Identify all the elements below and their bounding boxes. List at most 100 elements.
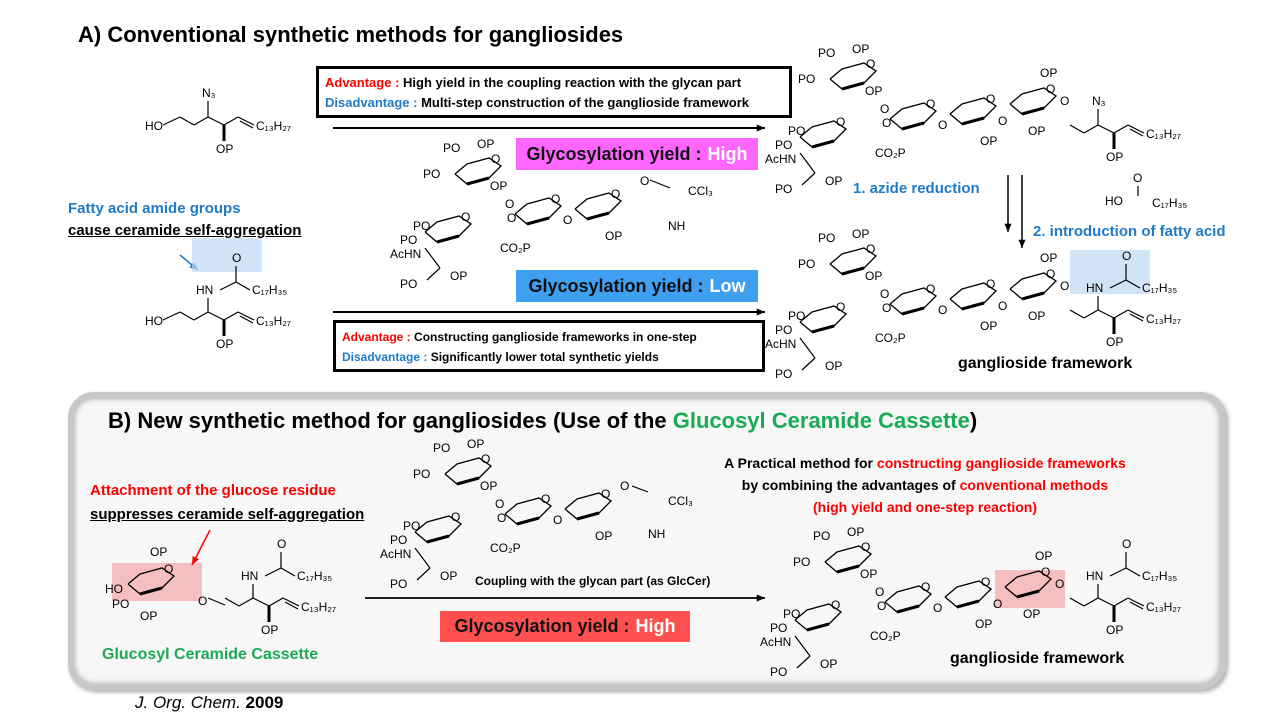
bond: [794, 635, 811, 657]
arrow-head: [1004, 223, 1012, 232]
conventional-method-1-box: Advantage : High yield in the coupling r…: [316, 66, 792, 118]
bond: [466, 176, 490, 186]
atom-label: C₁₇H₃₅: [1142, 281, 1177, 295]
yield-value: High: [707, 143, 748, 164]
atom-label: O: [921, 580, 930, 594]
bond: [179, 311, 195, 321]
atom-label: OP: [865, 269, 882, 283]
bond: [1125, 279, 1141, 289]
atom-label: PO: [433, 441, 450, 455]
citation-journal: J. Org. Chem.: [135, 693, 241, 712]
bond: [1069, 597, 1085, 607]
step-azide-reduction: 1. azide reduction: [853, 180, 980, 197]
atom-label: C₁₃H₂₇: [301, 600, 336, 614]
bond: [162, 311, 181, 321]
fatty-acid-note: Fatty acid amide groups: [68, 200, 241, 217]
bond: [207, 311, 225, 321]
yield-high-badge-b: Glycosylation yield :High: [440, 611, 690, 642]
atom-label: O: [563, 213, 572, 227]
yield-label: Glycosylation yield :: [526, 143, 702, 164]
atom-label: CO₂P: [500, 241, 531, 255]
bond: [801, 172, 816, 186]
atom-label: PO: [783, 607, 800, 621]
bond: [811, 139, 835, 149]
yield-label: Glycosylation yield :: [528, 275, 704, 296]
desc-highlight: (high yield and one-step reaction): [812, 499, 1038, 515]
desc-highlight: constructing ganglioside frameworks: [876, 455, 1126, 471]
title-close: ): [969, 408, 978, 433]
bond: [799, 152, 816, 174]
bond: [1097, 597, 1115, 607]
atom-label: N₃: [202, 86, 216, 100]
yield-high-badge: Glycosylation yield :High: [516, 138, 758, 170]
atom-label: PO: [818, 46, 835, 60]
bond: [806, 622, 830, 632]
atom-label: PO: [413, 467, 430, 481]
glucose-note: Attachment of the glucose residue: [90, 482, 336, 499]
atom-label: PO: [798, 257, 815, 271]
title-cassette: Glucosyl Ceramide Cassette: [672, 408, 970, 433]
atom-label: NH: [668, 219, 685, 233]
atom-label: AcHN: [380, 547, 411, 561]
atom-label: O: [880, 287, 889, 301]
bond: [1083, 124, 1099, 134]
atom-label: CO₂P: [870, 629, 901, 643]
atom-label: PO: [403, 519, 420, 533]
atom-label: O: [1046, 82, 1055, 96]
bond: [416, 567, 431, 581]
bond: [207, 597, 226, 606]
atom-label: OP: [1040, 251, 1057, 265]
atom-label: OP: [865, 84, 882, 98]
disadvantage-label: Disadvantage :: [342, 350, 428, 364]
yield-label: Glycosylation yield :: [454, 616, 630, 636]
atom-label: OP: [1040, 66, 1057, 80]
atom-label: O: [877, 599, 886, 613]
atom-label: AcHN: [765, 337, 796, 351]
product-label-b: ganglioside framework: [950, 650, 1125, 667]
yield-value: High: [635, 616, 676, 636]
atom-label: O: [491, 152, 500, 166]
bond: [237, 116, 255, 126]
atom-label: AcHN: [760, 635, 791, 649]
atom-label: OP: [980, 134, 997, 148]
atom-label: O: [938, 118, 947, 132]
atom-label: OP: [1035, 549, 1052, 563]
bond: [1129, 128, 1144, 137]
atom-label: C₁₃H₂₇: [256, 119, 291, 133]
atom-label: C₁₇H₃₅: [1152, 196, 1187, 210]
atom-label: O: [993, 597, 1002, 611]
bond: [264, 567, 282, 577]
bond: [162, 116, 181, 126]
atom-label: O: [1046, 267, 1055, 281]
atom-label: PO: [798, 72, 815, 86]
arrow-head: [1018, 239, 1026, 248]
advantage-text: Constructing ganglioside frameworks in o…: [410, 330, 697, 344]
arrow-head: [756, 124, 765, 132]
atom-label: OP: [261, 623, 278, 637]
atom-label: O: [198, 594, 207, 608]
atom-label: HO: [105, 582, 123, 596]
bond: [811, 324, 835, 334]
atom-label: PO: [770, 621, 787, 635]
atom-label: OP: [860, 567, 877, 581]
bond: [1109, 567, 1127, 577]
bond: [901, 121, 925, 131]
citation-year: 2009: [245, 693, 284, 712]
desc-text: by combining the advantages of: [741, 477, 960, 493]
atom-label: AcHN: [765, 152, 796, 166]
title-text: B) New synthetic method for gangliosides…: [108, 408, 673, 433]
bond: [284, 601, 299, 610]
bond: [179, 116, 195, 126]
desc-highlight: conventional methods: [959, 477, 1109, 493]
atom-label: HN: [1086, 569, 1103, 583]
atom-label: O: [541, 492, 550, 506]
bond: [139, 586, 163, 596]
bond: [1113, 597, 1129, 607]
atom-label: PO: [770, 665, 787, 679]
atom-label: HN: [241, 569, 258, 583]
atom-label: OP: [820, 657, 837, 671]
bond: [436, 234, 460, 244]
atom-label: O: [880, 102, 889, 116]
yield-value: Low: [709, 275, 746, 296]
atom-label: OP: [1106, 150, 1123, 164]
